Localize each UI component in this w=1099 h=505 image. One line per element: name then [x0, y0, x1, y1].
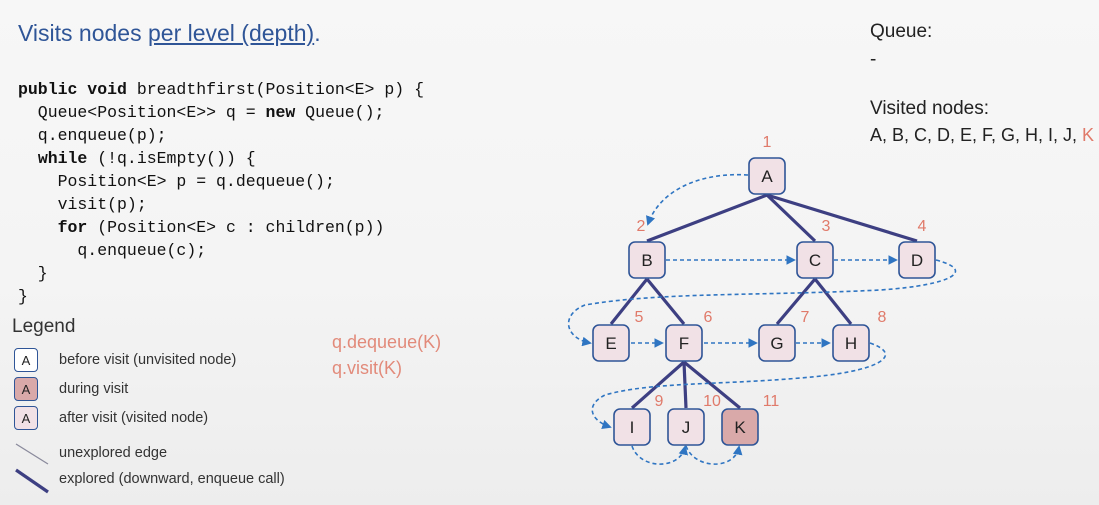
edge-a-b: [646, 193, 768, 243]
node-g: [758, 324, 796, 362]
edge-b-e: [609, 278, 649, 325]
code-line: Queue<Position<E>> q = new Queue();: [18, 103, 385, 122]
visited-label: Visited nodes:: [870, 98, 990, 119]
traversal-arrow-i-j: [631, 445, 689, 465]
node-label-f: F: [679, 334, 689, 353]
code-line: public void breadthfirst(Position<E> p) …: [18, 80, 424, 99]
legend-text-unvisited: before visit (unvisited node): [59, 352, 237, 368]
node-label-g: G: [770, 334, 783, 353]
node-a: [748, 157, 786, 195]
node-d: [898, 241, 936, 279]
code-line: while (!q.isEmpty()) {: [37, 149, 256, 168]
code-line: for (Position<E> c : children(p)): [57, 218, 385, 237]
traversal-arrow-h-i: [591, 342, 887, 429]
legend-box-visited: A: [14, 406, 38, 430]
legend-item-visited: A after visit (visited node): [14, 405, 208, 431]
visit-order-e: 5: [635, 309, 644, 326]
node-label-d: D: [911, 251, 923, 270]
legend-text-unexplored-edge: unexplored edge: [59, 445, 168, 461]
visit-order-b: 2: [637, 218, 646, 235]
legend-title: Legend: [12, 316, 76, 337]
edge-a-c: [765, 193, 817, 243]
legend-item-unvisited: A before visit (unvisited node): [14, 347, 236, 373]
unexplored-edge-icon: [15, 443, 49, 465]
legend-box-unvisited: A: [14, 348, 38, 372]
visit-order-j: 10: [703, 393, 721, 410]
visited-list: A, B, C, D, E, F, G, H, I, J, K: [870, 125, 1095, 145]
node-j: [667, 408, 705, 446]
operations: q.dequeue(K) q.visit(K): [332, 329, 441, 381]
node-label-k: K: [734, 418, 746, 437]
operation-visit: q.visit(K): [332, 358, 403, 378]
node-label-h: H: [845, 334, 857, 353]
node-e: [592, 324, 630, 362]
node-label-b: B: [641, 251, 652, 270]
title-link: per level (depth): [147, 20, 315, 46]
node-label-c: C: [809, 251, 821, 270]
edge-c-h: [813, 278, 853, 325]
visit-order-k: 11: [763, 393, 780, 410]
node-f: [665, 324, 703, 362]
visit-order-g: 7: [801, 309, 810, 326]
visit-order-d: 4: [918, 218, 927, 235]
node-i: [613, 408, 651, 446]
visit-order-i: 9: [655, 393, 664, 410]
node-label-j: J: [682, 418, 691, 437]
code-block: public void breadthfirst(Position<E> p) …: [18, 78, 424, 308]
edge-c-g: [775, 277, 817, 326]
queue-value: -: [870, 49, 877, 70]
visit-order-a: 1: [763, 134, 772, 151]
traversal-arrow-a-b: [646, 173, 749, 226]
legend-edge-icons: [15, 443, 49, 494]
code-line: visit(p);: [18, 195, 147, 214]
node-h: [832, 324, 870, 362]
legend-text-explored-edge: explored (downward, enqueue call): [59, 471, 285, 487]
node-b: [628, 241, 666, 279]
code-line: q.enqueue(p);: [18, 126, 167, 145]
visited-current-node: K: [1082, 125, 1095, 145]
legend-text-visiting: during visit: [59, 381, 129, 397]
queue-label: Queue:: [870, 21, 933, 42]
node-label-e: E: [605, 334, 616, 353]
visit-order-c: 3: [822, 218, 831, 235]
edge-f-i: [630, 360, 686, 410]
node-label-i: I: [630, 418, 635, 437]
traversal-arrow-d-e: [567, 259, 957, 347]
legend-text-visited: after visit (visited node): [59, 410, 209, 426]
edge-b-f: [645, 277, 686, 326]
explored-edge-icon: [15, 468, 49, 494]
edge-f-k: [682, 360, 742, 410]
operation-dequeue: q.dequeue(K): [332, 332, 442, 352]
page-title: Visits nodes per level (depth).: [18, 20, 321, 46]
code-line: }: [18, 264, 48, 283]
legend-box-visiting: A: [14, 377, 38, 401]
edge-a-d: [766, 193, 918, 243]
visit-order-h: 8: [878, 309, 887, 326]
node-k: [721, 408, 759, 446]
code-line: q.enqueue(c);: [18, 241, 207, 260]
code-line: }: [18, 287, 28, 306]
traversal-arrow-j-k: [685, 445, 743, 465]
node-c: [796, 241, 834, 279]
node-label-a: A: [761, 167, 773, 186]
legend-item-visiting: A during visit: [14, 376, 128, 402]
code-line: Position<E> p = q.dequeue();: [18, 172, 335, 191]
visit-order-f: 6: [704, 309, 713, 326]
